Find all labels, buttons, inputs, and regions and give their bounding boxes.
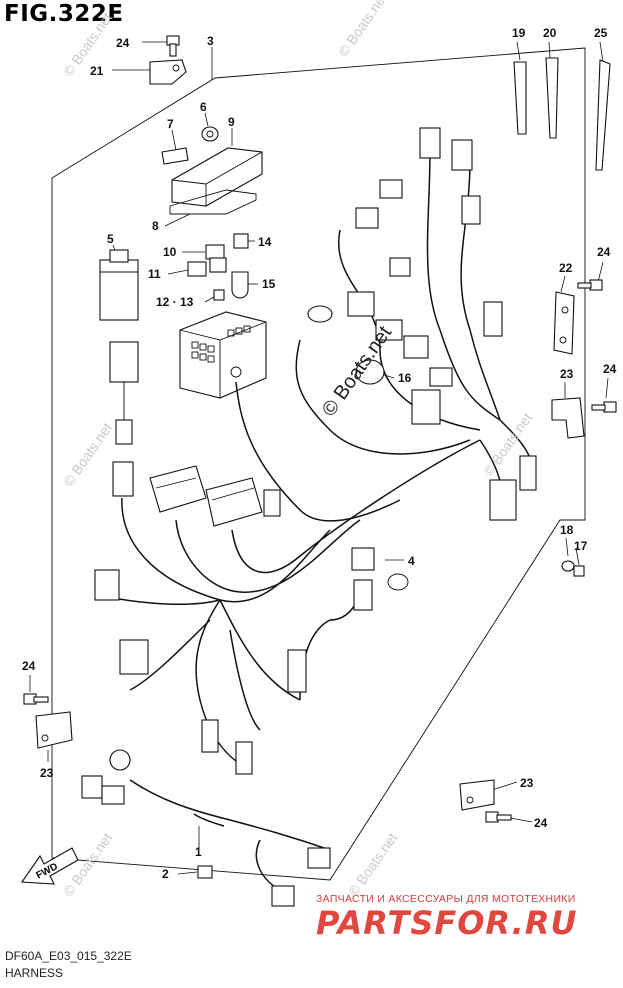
connectors-top-cluster [307, 127, 481, 359]
callout-24-right-a: 24 [597, 245, 611, 259]
bolt-part-24-right-b [591, 401, 617, 413]
callout-24-bottom: 24 [534, 816, 548, 830]
connector-mid-left [119, 639, 149, 675]
main-fuse-box [179, 311, 267, 399]
figure-title: FIG.322E [4, 1, 124, 27]
callout-21: 21 [90, 64, 104, 78]
callout-14: 14 [258, 235, 272, 249]
connector-left-upper [109, 341, 139, 445]
nut-part-17 [573, 565, 585, 577]
callout-16: 16 [398, 371, 412, 385]
clamp-part-21 [149, 59, 187, 85]
connector-left-lower [112, 461, 134, 497]
harness-wires [99, 149, 533, 891]
bolt-part-24-bottom [485, 811, 512, 823]
callout-labels: 24 21 3 6 7 9 8 5 10 14 11 15 12 · 13 16… [22, 26, 617, 881]
cap-part-15 [231, 271, 249, 299]
small-plug [263, 489, 281, 517]
callout-17: 17 [574, 539, 588, 553]
grommet-part-6 [201, 126, 219, 142]
callout-23-right: 23 [560, 367, 574, 381]
connector-center [287, 649, 307, 693]
fuse-part-12-13 [213, 289, 225, 301]
gasket-part-8 [169, 189, 257, 215]
callout-6: 6 [200, 100, 207, 114]
relay-part-10 [205, 244, 225, 260]
ignition-coil-part-16 [355, 359, 385, 385]
callout-9: 9 [228, 115, 235, 129]
bracket-part-22 [553, 291, 575, 355]
figure-code: DF60A_E03_015_322E [5, 949, 132, 963]
connector-sensor [411, 389, 441, 425]
connector-bottom-left [94, 569, 120, 601]
banner-brand: PARTSFOR.RU [316, 904, 578, 942]
callout-24-left: 24 [22, 659, 36, 673]
callout-2: 2 [162, 867, 169, 881]
callout-8: 8 [152, 219, 159, 233]
callout-23-bottom: 23 [520, 776, 534, 790]
connector-mid [201, 719, 219, 753]
cable-tie-part-19 [513, 61, 527, 135]
callout-19: 19 [512, 26, 526, 40]
callout-12-13: 12 · 13 [156, 295, 194, 309]
callout-1: 1 [195, 845, 202, 859]
multipin-connector-b [205, 477, 263, 527]
relay-part-11 [187, 257, 227, 277]
bracket-part-23-bottom [459, 779, 495, 811]
callout-23-left: 23 [40, 766, 54, 780]
nut-part-2 [197, 865, 213, 879]
assembly-boundary [51, 47, 586, 881]
figure-name: HARNESS [5, 966, 64, 980]
callout-4: 4 [408, 554, 415, 568]
callout-20: 20 [543, 26, 557, 40]
callout-11: 11 [148, 267, 161, 281]
callout-3: 3 [207, 34, 214, 48]
callout-24: 24 [116, 36, 130, 50]
cable-tie-part-25 [595, 59, 611, 171]
cable-tie-part-20 [545, 57, 559, 139]
clip-part-7 [161, 147, 189, 165]
bolt-part-24-left [23, 693, 49, 705]
callout-18: 18 [560, 523, 574, 537]
banner-subtitle: ЗАПЧАСТИ И АКСЕССУАРЫ ДЛЯ МОТОТЕХНИКИ [316, 893, 576, 905]
fuse-part-14 [233, 233, 249, 249]
washer-part-18 [561, 560, 575, 572]
connector-mid-right [235, 741, 253, 775]
callout-24-right-b: 24 [603, 362, 617, 376]
connector-right-cluster [429, 301, 537, 521]
bolt-part-24-top [166, 35, 180, 57]
bracket-part-23-right [551, 397, 585, 439]
callout-10: 10 [163, 245, 177, 259]
sub-harness-part-1 [81, 749, 331, 907]
fuse-box-cover-part-9 [171, 147, 263, 207]
callout-22: 22 [559, 261, 573, 275]
bracket-part-23-left [35, 711, 73, 749]
bolt-part-24-right-a [577, 279, 603, 291]
relay-part-5 [99, 249, 139, 321]
callout-15: 15 [262, 277, 276, 291]
callout-5: 5 [107, 232, 114, 246]
multipin-connector-a [149, 465, 207, 513]
callout-7: 7 [167, 117, 174, 131]
connector-part-4-left [351, 547, 409, 611]
callout-25: 25 [594, 26, 608, 40]
